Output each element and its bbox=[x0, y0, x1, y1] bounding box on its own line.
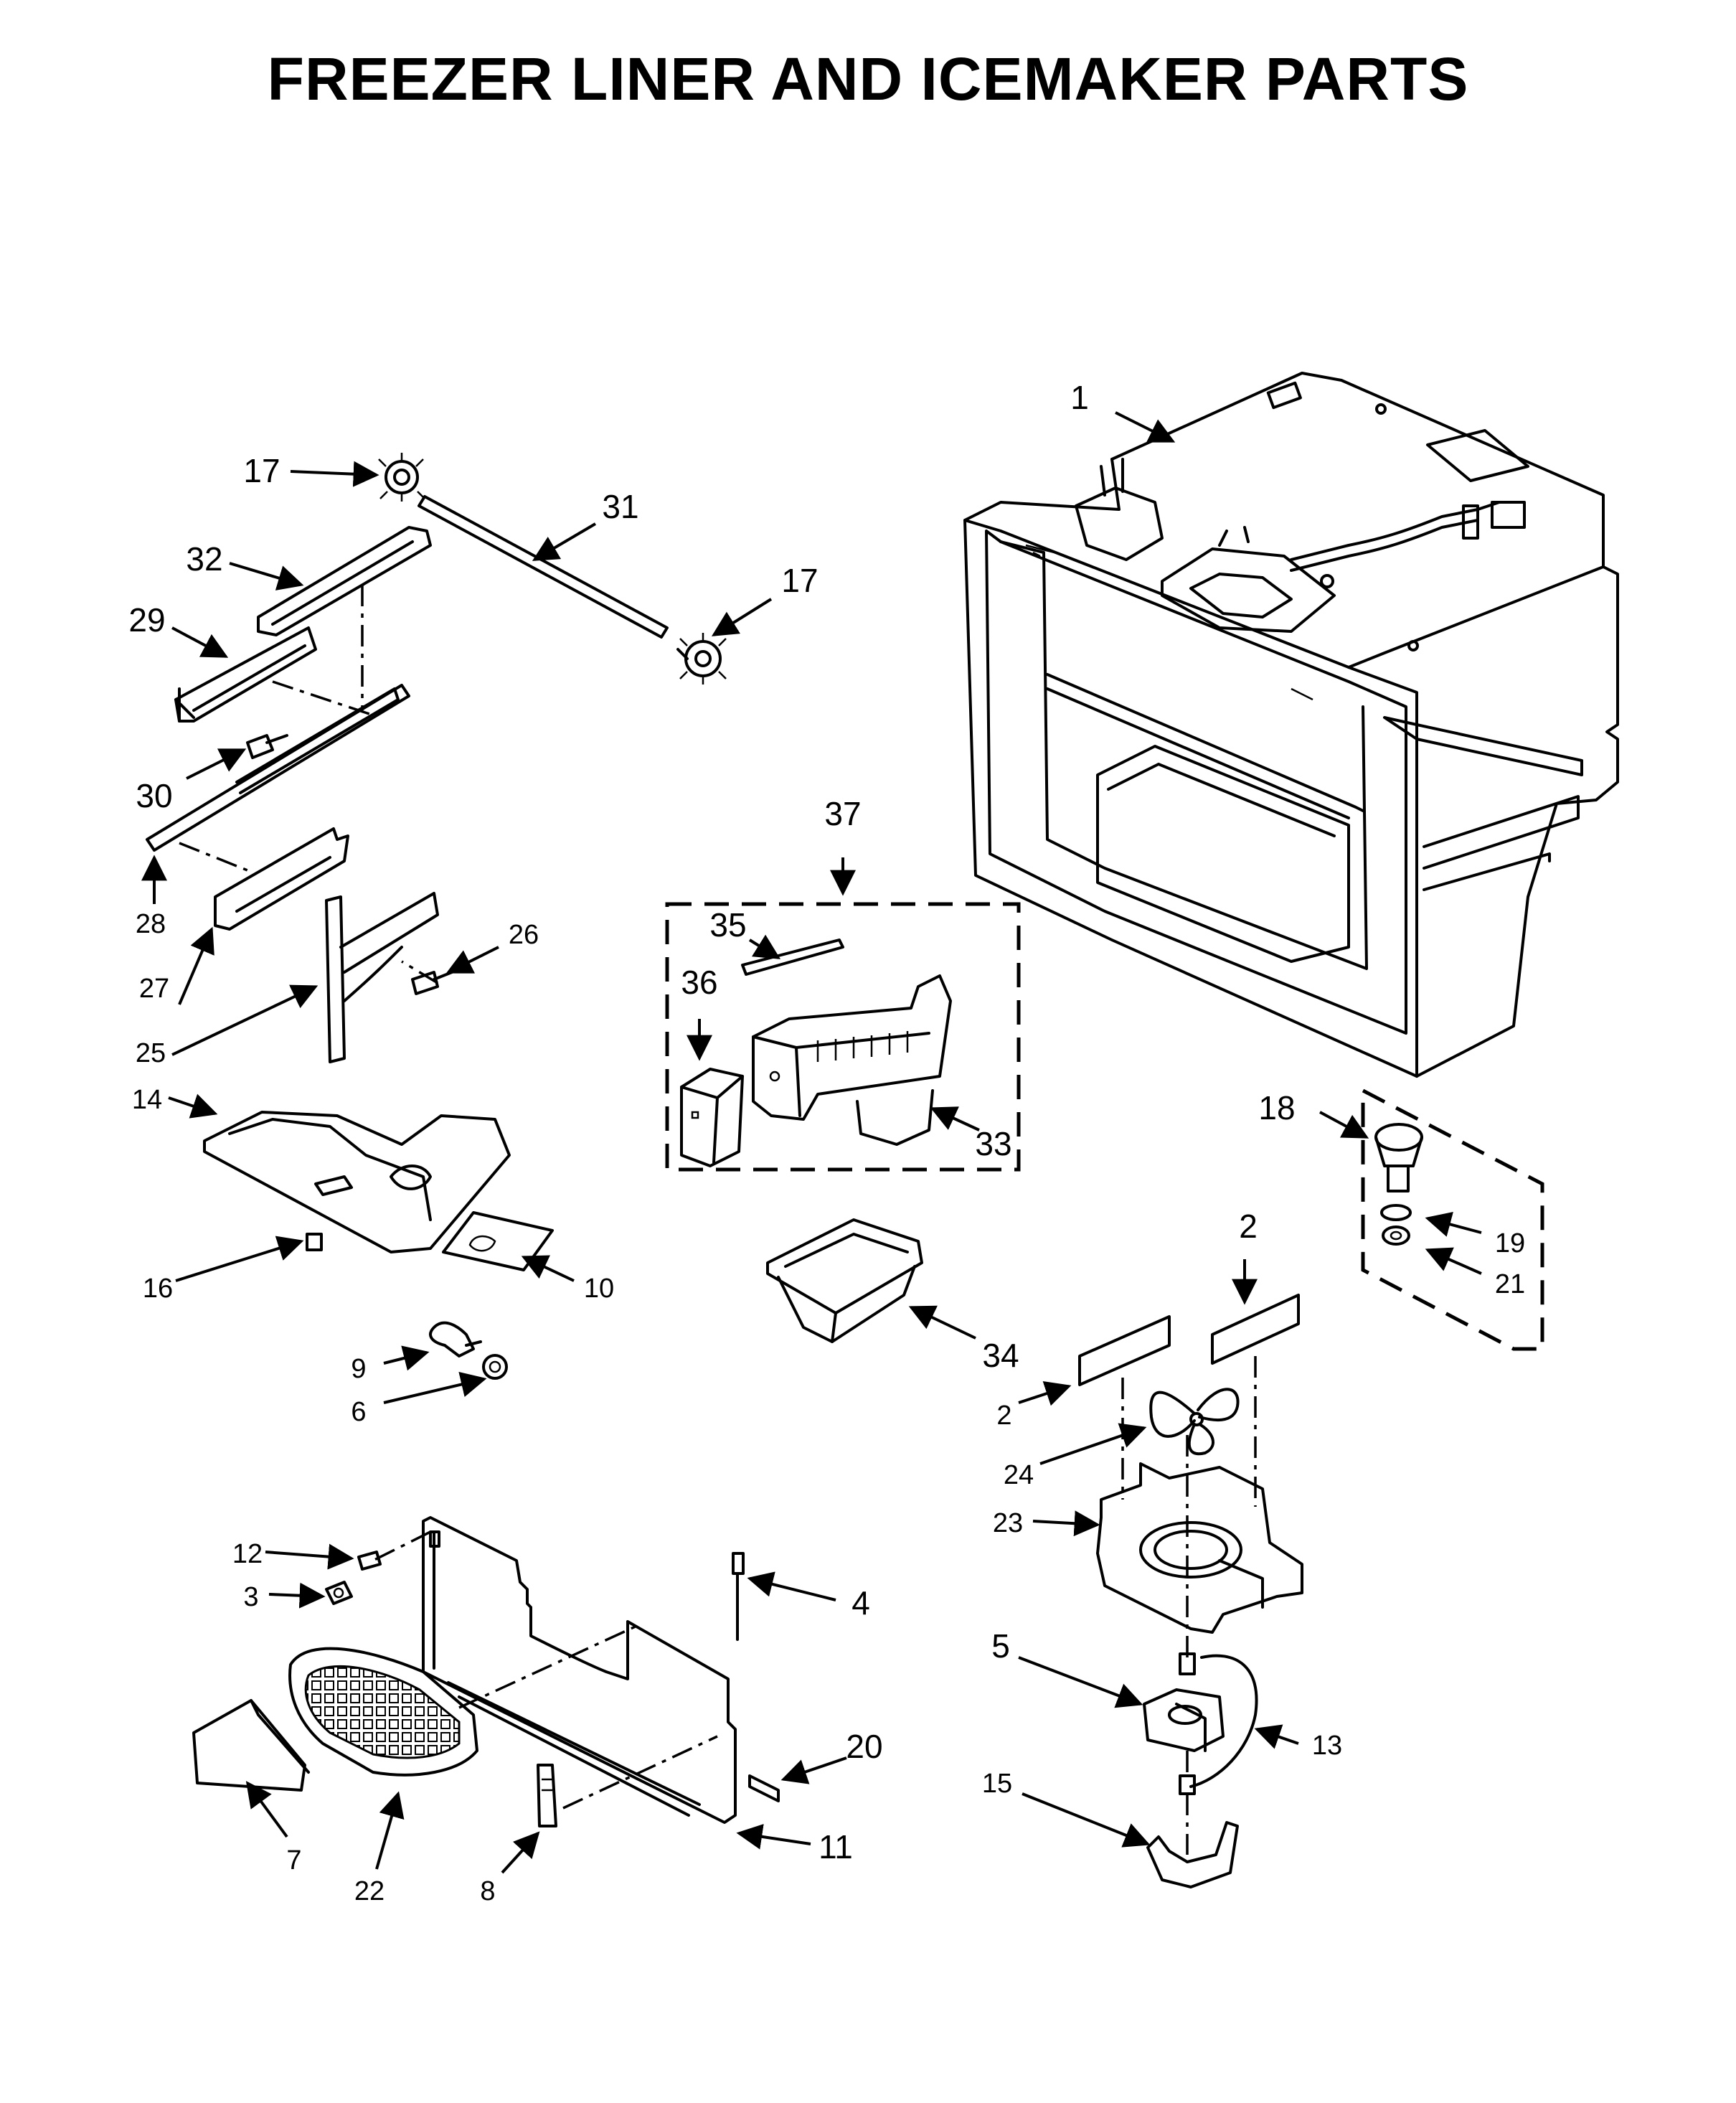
page-title: FREEZER LINER AND ICEMAKER PARTS bbox=[267, 45, 1469, 113]
callout-4: 4 bbox=[852, 1584, 870, 1622]
callout-3: 3 bbox=[243, 1582, 258, 1612]
gear-part-right bbox=[676, 633, 727, 684]
shaft-part bbox=[378, 453, 727, 684]
callout-9: 9 bbox=[351, 1354, 366, 1384]
callout-2-left: 2 bbox=[996, 1401, 1011, 1431]
callout-2-top: 2 bbox=[1239, 1208, 1258, 1245]
ice-chute-parts bbox=[203, 1111, 554, 1271]
callout-8: 8 bbox=[480, 1876, 495, 1906]
callout-19: 19 bbox=[1495, 1228, 1525, 1258]
callout-28: 28 bbox=[136, 909, 166, 939]
callout-36: 36 bbox=[681, 964, 717, 1001]
callout-20: 20 bbox=[846, 1728, 882, 1765]
callout-16: 16 bbox=[143, 1274, 173, 1304]
callout-33: 33 bbox=[975, 1125, 1011, 1162]
callout-30: 30 bbox=[136, 777, 172, 814]
callout-21: 21 bbox=[1495, 1269, 1525, 1299]
callout-14: 14 bbox=[132, 1085, 162, 1115]
callout-17-top: 17 bbox=[243, 452, 280, 489]
leader-lines bbox=[141, 411, 1482, 1874]
callout-18: 18 bbox=[1258, 1089, 1295, 1126]
callout-26: 26 bbox=[509, 920, 539, 950]
freezer-liner-part bbox=[963, 372, 1619, 1078]
callout-37: 37 bbox=[824, 795, 861, 832]
fan-assembly-parts bbox=[1078, 1294, 1303, 1888]
callout-12: 12 bbox=[232, 1539, 263, 1569]
callout-23: 23 bbox=[993, 1508, 1023, 1538]
callout-35: 35 bbox=[709, 906, 746, 944]
callout-17-right: 17 bbox=[781, 562, 818, 599]
valve-group bbox=[1361, 1087, 1544, 1351]
callout-labels: 1 17 31 17 32 29 30 37 35 36 28 26 27 25… bbox=[128, 379, 1525, 1906]
callout-22: 22 bbox=[354, 1876, 385, 1906]
callout-32: 32 bbox=[186, 540, 222, 578]
callout-24: 24 bbox=[1004, 1460, 1034, 1490]
callout-13: 13 bbox=[1312, 1731, 1342, 1761]
callout-25: 25 bbox=[136, 1038, 166, 1068]
callout-27: 27 bbox=[139, 974, 169, 1004]
gear-part-top bbox=[378, 453, 425, 502]
callout-11: 11 bbox=[819, 1828, 853, 1866]
callout-29: 29 bbox=[128, 601, 165, 639]
callout-5: 5 bbox=[991, 1627, 1010, 1665]
callout-34: 34 bbox=[982, 1337, 1019, 1374]
rail-assembly-parts bbox=[146, 526, 453, 1063]
bulb-and-socket-parts bbox=[429, 1321, 508, 1380]
callout-6: 6 bbox=[351, 1397, 366, 1427]
callout-7: 7 bbox=[286, 1845, 301, 1876]
ice-bin-part bbox=[766, 1218, 923, 1343]
callout-31: 31 bbox=[602, 488, 638, 525]
callout-15: 15 bbox=[982, 1769, 1012, 1799]
icemaker-kit-group bbox=[665, 902, 1021, 1172]
callout-1: 1 bbox=[1070, 379, 1089, 416]
callout-10: 10 bbox=[584, 1274, 614, 1304]
rear-panel-parts bbox=[192, 1516, 780, 1827]
